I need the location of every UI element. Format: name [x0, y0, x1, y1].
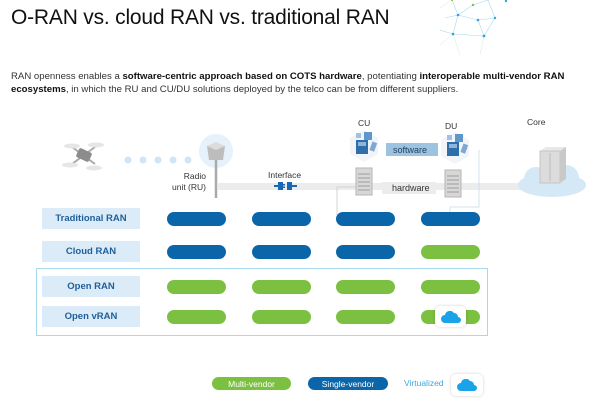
- cell-multi-vendor-cu: [336, 310, 395, 324]
- network-graphic-decoration: [440, 0, 508, 56]
- cu-du-connector-lines: [336, 150, 480, 215]
- intro-text-1: RAN openness enables a: [11, 71, 123, 82]
- du-software-icon: [441, 132, 469, 164]
- cell-multi-vendor-ru: [167, 280, 226, 294]
- page-title: O-RAN vs. cloud RAN vs. traditional RAN: [11, 6, 390, 29]
- intro-bold-2: interoperable multi-vendor RAN ecosystem…: [11, 71, 565, 95]
- legend-multi-vendor: Multi-vendor: [212, 377, 291, 390]
- cell-single-vendor-interface: [252, 212, 311, 226]
- row-label-open-ran: Open RAN: [42, 276, 140, 297]
- virtualized-badge: [435, 306, 466, 327]
- legend-virtualized-label: Virtualized: [404, 378, 444, 388]
- row-label-traditional-ran: Traditional RAN: [42, 208, 140, 229]
- intro-paragraph: RAN openness enables a software-centric …: [11, 70, 591, 96]
- radio-unit-label-line1: Radio: [183, 171, 206, 181]
- software-label: software: [386, 143, 438, 156]
- radio-unit-label: Radio unit (RU): [168, 171, 206, 193]
- cell-single-vendor-interface: [252, 245, 311, 259]
- cell-multi-vendor-du: [421, 280, 480, 294]
- cell-single-vendor-cu: [336, 245, 395, 259]
- cell-multi-vendor-cu: [336, 280, 395, 294]
- intro-text-2: , potentiating: [361, 71, 420, 82]
- radio-unit-label-line2: unit (RU): [171, 182, 206, 192]
- cu-server-icon: [355, 167, 373, 196]
- row-label-cloud-ran: Cloud RAN: [42, 241, 140, 262]
- core-label: Core: [527, 117, 546, 127]
- interface-label: Interface: [268, 170, 302, 180]
- cell-single-vendor-ru: [167, 245, 226, 259]
- intro-bold-1: software-centric approach based on COTS …: [122, 71, 362, 82]
- cell-single-vendor-cu: [336, 212, 395, 226]
- hardware-label: hardware: [382, 182, 436, 194]
- legend-single-vendor: Single-vendor: [308, 377, 388, 390]
- du-server-icon: [444, 169, 462, 198]
- cell-multi-vendor-ru: [167, 310, 226, 324]
- cloud-icon: [440, 310, 461, 323]
- plug-connector-icon: [274, 182, 297, 190]
- cu-label: CU: [358, 118, 371, 128]
- row-label-open-vran: Open vRAN: [42, 306, 140, 327]
- drone-icon: [62, 142, 104, 171]
- legend-virtualized-badge: [451, 374, 483, 396]
- cell-single-vendor-du: [421, 212, 480, 226]
- cell-multi-vendor-interface: [252, 310, 311, 324]
- cloud-icon: [457, 379, 477, 391]
- cell-multi-vendor-du: [421, 245, 480, 259]
- cell-multi-vendor-interface: [252, 280, 311, 294]
- signal-dots-icon: [124, 156, 192, 164]
- core-cloud-server-icon: [518, 147, 586, 197]
- intro-text-3: , in which the RU and CU/DU solutions de…: [65, 84, 459, 95]
- cu-software-icon: [350, 130, 378, 162]
- cell-single-vendor-ru: [167, 212, 226, 226]
- du-label: DU: [445, 121, 458, 131]
- radio-unit-icon: [199, 134, 233, 198]
- open-ran-group-box: [36, 268, 488, 336]
- wireless-signal-dots: [124, 151, 194, 164]
